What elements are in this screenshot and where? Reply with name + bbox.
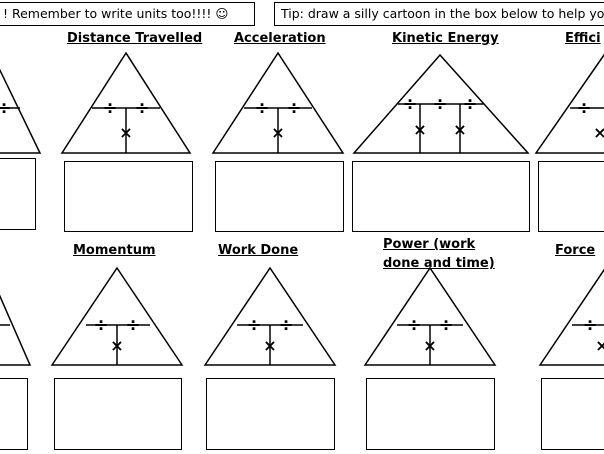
multiply-symbol: × (110, 336, 123, 355)
divide-symbol: ÷ (278, 315, 293, 336)
divide-symbol: ÷ (576, 98, 591, 119)
units-reminder-text: ! Remember to write units too!!!! ☺ (3, 6, 229, 21)
title-power-line2: done and time) (383, 256, 495, 271)
cartoon-tip-text: Tip: draw a silly cartoon in the box bel… (281, 6, 604, 21)
divide-symbol: ÷ (125, 315, 140, 336)
divide-symbol: ÷ (0, 98, 12, 119)
answer-box[interactable] (215, 161, 344, 232)
title-distance-travelled: Distance Travelled (67, 31, 203, 46)
multiply-symbol: × (119, 123, 132, 142)
formula-triangle (0, 68, 42, 154)
multiply-symbol: × (593, 123, 604, 142)
answer-box[interactable] (0, 378, 28, 450)
multiply-symbol: × (423, 336, 436, 355)
formula-triangle (534, 53, 604, 154)
multiply-symbol: × (271, 123, 284, 142)
divide-symbol: ÷ (432, 94, 447, 115)
divide-symbol: ÷ (406, 315, 421, 336)
answer-box[interactable] (54, 378, 182, 450)
title-kinetic-energy: Kinetic Energy (392, 31, 499, 46)
multiply-symbol: × (595, 336, 604, 355)
answer-box[interactable] (538, 161, 604, 232)
cartoon-tip-note: Tip: draw a silly cartoon in the box bel… (274, 2, 604, 26)
divide-symbol: ÷ (254, 98, 269, 119)
title-momentum: Momentum (73, 243, 156, 258)
answer-box[interactable] (541, 378, 604, 450)
divide-symbol: ÷ (93, 315, 108, 336)
title-efficiency-partial: Effici (565, 31, 601, 46)
divide-symbol: ÷ (438, 315, 453, 336)
divide-symbol: ÷ (246, 315, 261, 336)
title-force-partial: Force (555, 243, 596, 258)
divide-symbol: ÷ (462, 94, 477, 115)
divide-symbol: ÷ (134, 98, 149, 119)
divide-symbol: ÷ (286, 98, 301, 119)
title-acceleration: Acceleration (234, 31, 326, 46)
formula-triangle (538, 268, 604, 366)
formula-triangle (0, 294, 32, 366)
multiply-symbol: × (413, 120, 426, 139)
multiply-symbol: × (263, 336, 276, 355)
answer-box[interactable] (206, 378, 335, 450)
divide-symbol: ÷ (582, 315, 597, 336)
answer-box[interactable] (352, 161, 530, 232)
units-reminder-note: ! Remember to write units too!!!! ☺ (0, 2, 255, 26)
divide-symbol: ÷ (102, 98, 117, 119)
answer-box[interactable] (0, 158, 36, 230)
title-work-done: Work Done (218, 243, 299, 258)
answer-box[interactable] (64, 161, 193, 232)
multiply-symbol: × (453, 120, 466, 139)
title-power-line1: Power (work (383, 237, 476, 252)
divide-symbol: ÷ (402, 94, 417, 115)
answer-box[interactable] (366, 378, 495, 450)
